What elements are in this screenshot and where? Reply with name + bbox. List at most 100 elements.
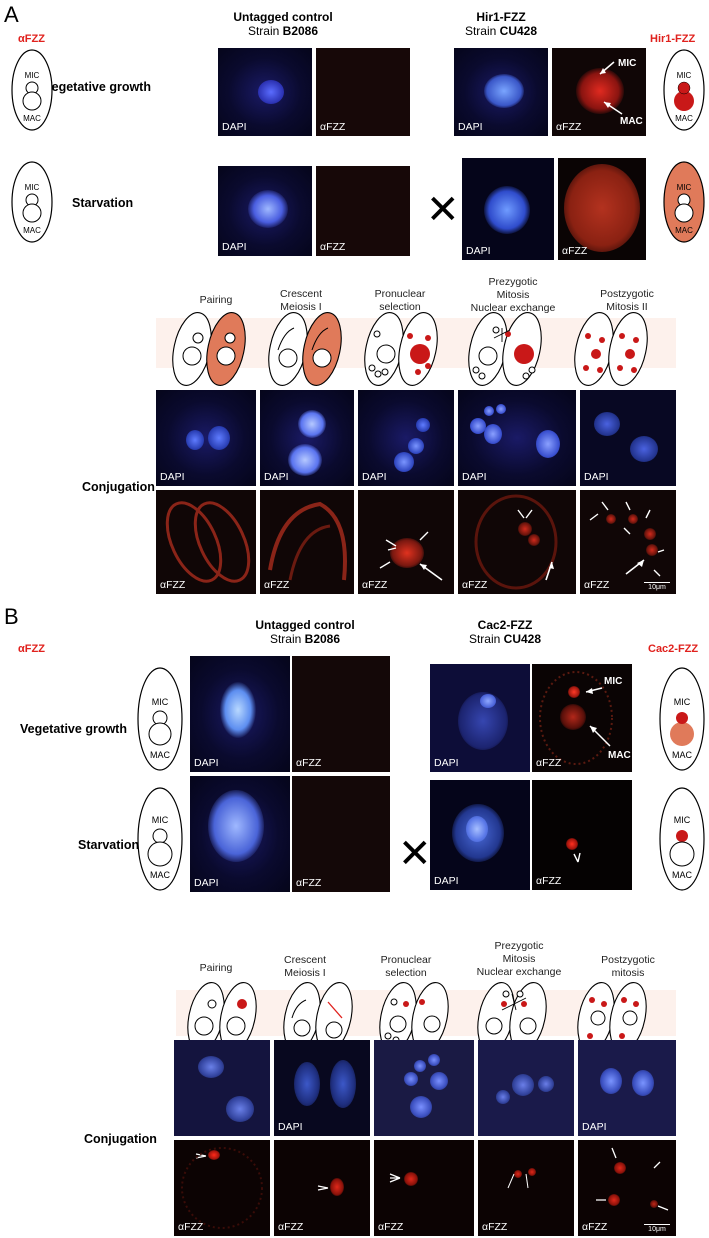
tagged-title: Hir1-FZZ bbox=[476, 10, 526, 24]
image-label-fzz: αFZZ bbox=[584, 579, 610, 591]
image-label-fzz: αFZZ bbox=[362, 579, 388, 591]
micrograph-a-conj-prezygotic-fzz: αFZZ bbox=[458, 490, 576, 594]
micrograph-b-starv-control-fzz: αFZZ bbox=[292, 776, 390, 892]
control-title: Untagged control bbox=[233, 10, 333, 24]
image-label-dapi: DAPI bbox=[194, 757, 219, 769]
micrograph-b-conj-prezygotic-fzz: αFZZ bbox=[478, 1140, 574, 1236]
image-label-fzz: αFZZ bbox=[536, 875, 562, 887]
image-label-fzz: αFZZ bbox=[296, 757, 322, 769]
micrograph-a-conj-postzygotic-dapi: DAPI bbox=[580, 390, 676, 486]
scale-bar: 10μm bbox=[644, 581, 670, 591]
image-label-fzz: αFZZ bbox=[482, 1221, 508, 1233]
mac-annotation: MAC bbox=[620, 116, 643, 127]
diagram-postzygotic bbox=[577, 982, 647, 1052]
micrograph-b-conj-crescent-fzz: αFZZ bbox=[274, 1140, 370, 1236]
diagram-pronuclear bbox=[379, 982, 449, 1052]
panel-a-row-vegetative: Vegetative growth bbox=[44, 80, 151, 94]
micrograph-b-conj-postzygotic-fzz: αFZZ 10μm bbox=[578, 1140, 676, 1236]
mac-label: MAC bbox=[150, 750, 171, 760]
image-label-dapi: DAPI bbox=[278, 1121, 303, 1133]
micrograph-b-conj-pairing-fzz: αFZZ bbox=[174, 1140, 270, 1236]
mic-label: MIC bbox=[677, 183, 692, 192]
image-label-dapi: DAPI bbox=[582, 1121, 607, 1133]
panel-b-row-vegetative: Vegetative growth bbox=[20, 722, 127, 736]
control-title: Untagged control bbox=[255, 618, 355, 632]
image-label-fzz: αFZZ bbox=[378, 1221, 404, 1233]
micrograph-b-conj-pronuclear-fzz: αFZZ bbox=[374, 1140, 474, 1236]
image-label-dapi: DAPI bbox=[466, 245, 491, 257]
image-label-fzz: αFZZ bbox=[462, 579, 488, 591]
image-label-dapi: DAPI bbox=[434, 757, 459, 769]
micrograph-a-conj-pronuclear-fzz: αFZZ bbox=[358, 490, 454, 594]
mac-label: MAC bbox=[23, 114, 41, 123]
cell-diagram-starv-control: MIC MAC bbox=[11, 161, 53, 243]
panel-b-antibody-label: αFZZ bbox=[18, 643, 45, 655]
micrograph-b-starv-tagged-fzz: αFZZ bbox=[532, 780, 632, 890]
mic-label: MIC bbox=[677, 71, 692, 80]
micrograph-a-conj-prezygotic-dapi: DAPI bbox=[458, 390, 576, 486]
image-label-fzz: αFZZ bbox=[582, 1221, 608, 1233]
micrograph-b-conj-crescent-dapi: DAPI bbox=[274, 1040, 370, 1136]
mic-label: MIC bbox=[25, 71, 40, 80]
image-label-fzz: αFZZ bbox=[278, 1221, 304, 1233]
arrows-overlay: MIC MAC bbox=[599, 58, 643, 127]
image-label-dapi: DAPI bbox=[458, 121, 483, 133]
diagram-pronuclear bbox=[364, 312, 438, 386]
image-label-dapi: DAPI bbox=[160, 471, 185, 483]
cell-diagram-veg-control: MIC MAC bbox=[11, 49, 53, 131]
mac-label: MAC bbox=[672, 750, 693, 760]
micrograph-b-conj-postzygotic-dapi: DAPI bbox=[578, 1040, 676, 1136]
micrograph-a-veg-control-fzz: αFZZ bbox=[316, 48, 410, 136]
image-label-fzz: αFZZ bbox=[320, 121, 346, 133]
panel-a-stage-1: Pairing bbox=[199, 294, 233, 306]
image-label-fzz: αFZZ bbox=[178, 1221, 204, 1233]
mac-label: MAC bbox=[23, 226, 41, 235]
panel-b-tagged-label: Cac2-FZZ bbox=[648, 643, 699, 655]
panel-a-control-header: Untagged control Strain B2086 bbox=[218, 10, 348, 38]
strain-prefix: Strain bbox=[269, 632, 305, 646]
panel-b-row-conjugation: Conjugation bbox=[84, 1132, 157, 1146]
image-label-dapi: DAPI bbox=[434, 875, 459, 887]
image-label-dapi: DAPI bbox=[194, 877, 219, 889]
panel-b-control-header: Untagged control Strain B2086 bbox=[240, 618, 370, 646]
panel-b-tagged-header: Cac2-FZZ Strain CU428 bbox=[460, 618, 550, 646]
diagram-pairing bbox=[172, 312, 246, 386]
cell-diagram-veg-tagged: MIC MAC bbox=[663, 49, 705, 131]
micrograph-a-conj-pairing-dapi: DAPI bbox=[156, 390, 256, 486]
control-strain: B2086 bbox=[304, 632, 341, 646]
diagram-postzygotic bbox=[574, 312, 648, 386]
micrograph-b-conj-prezygotic-dapi bbox=[478, 1040, 574, 1136]
micrograph-a-starv-tagged-fzz: αFZZ bbox=[558, 158, 646, 260]
image-label-dapi: DAPI bbox=[264, 471, 289, 483]
micrograph-b-veg-control-fzz: αFZZ bbox=[292, 656, 390, 772]
mac-label: MAC bbox=[675, 114, 693, 123]
diagram-prezygotic bbox=[468, 312, 542, 386]
micrograph-b-starv-control-dapi: DAPI bbox=[190, 776, 290, 892]
control-strain: B2086 bbox=[282, 24, 319, 38]
micrograph-a-conj-pairing-fzz: αFZZ bbox=[156, 490, 256, 594]
mac-label: MAC bbox=[150, 870, 171, 880]
image-label-dapi: DAPI bbox=[462, 471, 487, 483]
image-label-dapi: DAPI bbox=[584, 471, 609, 483]
strain-prefix: Strain bbox=[247, 24, 283, 38]
micrograph-a-starv-control-dapi: DAPI bbox=[218, 166, 312, 256]
panel-a-antibody-label: αFZZ bbox=[18, 33, 45, 45]
cell-diagram-b-starv-tagged: MIC MAC bbox=[659, 787, 705, 891]
panel-b-stage-diagrams bbox=[187, 982, 647, 1052]
image-label-fzz: αFZZ bbox=[160, 579, 186, 591]
micrograph-a-conj-pronuclear-dapi: DAPI bbox=[358, 390, 454, 486]
mic-label: MIC bbox=[25, 183, 40, 192]
mac-annotation: MAC bbox=[608, 750, 631, 761]
diagram-pairing bbox=[187, 982, 257, 1052]
tagged-strain: CU428 bbox=[503, 632, 542, 646]
micrograph-a-veg-control-dapi: DAPI bbox=[218, 48, 312, 136]
panel-a-tagged-header: Hir1-FZZ Strain CU428 bbox=[456, 10, 546, 38]
panel-b-letter: B bbox=[4, 604, 19, 629]
panel-a-row-starvation: Starvation bbox=[72, 196, 134, 210]
